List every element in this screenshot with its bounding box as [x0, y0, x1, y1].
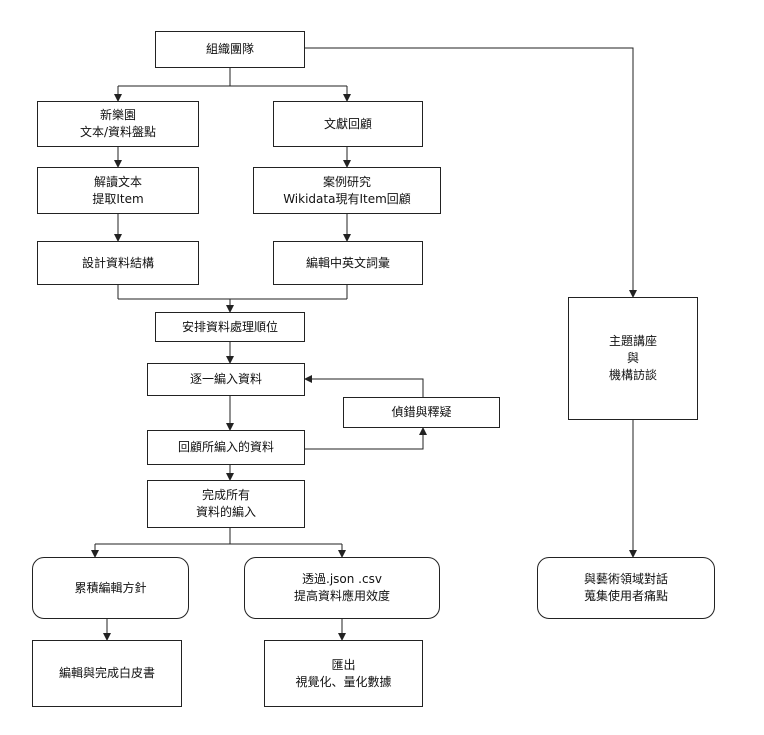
node-xinyueyuan: 新樂園 文本/資料盤點: [37, 101, 199, 147]
node-vocab: 編輯中英文詞彙: [273, 241, 423, 285]
edge-team-lecture: [304, 47, 637, 298]
node-whitepaper: 編輯與完成白皮書: [32, 640, 182, 707]
node-export: 匯出 視覺化、量化數據: [264, 640, 423, 707]
node-decode: 解讀文本 提取Item: [37, 167, 199, 214]
edge-debug-input: [304, 375, 424, 397]
node-guideline: 累積編輯方針: [32, 557, 189, 619]
node-export-format: 透過.json .csv 提高資料應用效度: [244, 557, 440, 619]
node-lecture: 主題講座 與 機構訪談: [568, 297, 698, 420]
node-debug: 偵錯與釋疑: [343, 397, 500, 428]
node-literature: 文獻回顧: [273, 101, 423, 147]
node-design: 設計資料結構: [37, 241, 199, 285]
node-complete: 完成所有 資料的編入: [147, 480, 305, 528]
node-team: 組織團隊: [155, 31, 305, 68]
edge-review-debug: [304, 427, 427, 450]
node-priority: 安排資料處理順位: [155, 312, 305, 342]
node-review: 回顧所編入的資料: [147, 430, 305, 465]
node-case-study: 案例研究 Wikidata現有Item回顧: [253, 167, 441, 214]
node-dialogue: 與藝術領域對話 蒐集使用者痛點: [537, 557, 715, 619]
node-input: 逐一編入資料: [147, 363, 305, 396]
